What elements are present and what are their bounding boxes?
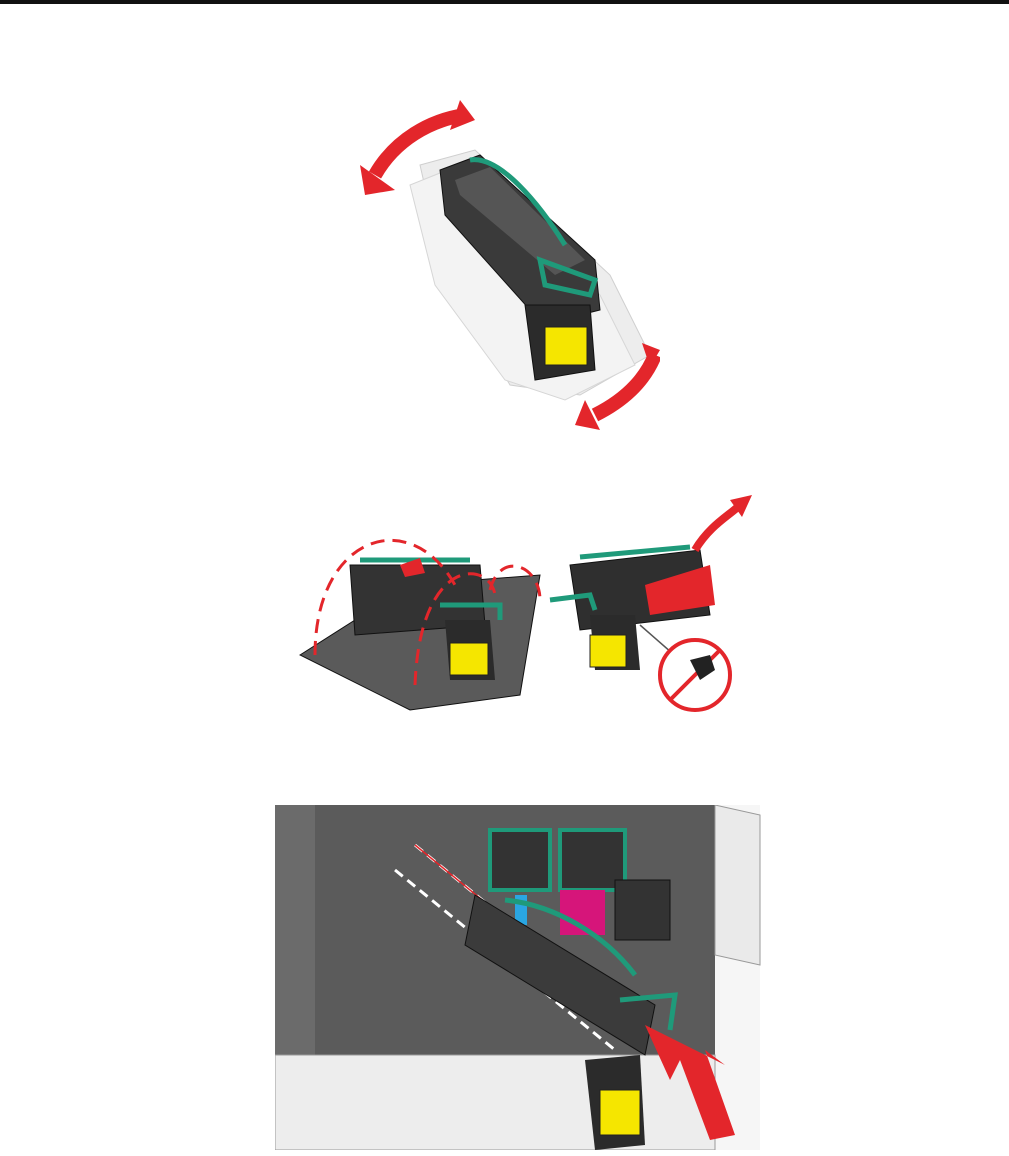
do-not-touch-icon bbox=[640, 625, 730, 710]
figure-insert-cartridge bbox=[275, 805, 775, 1150]
header-rule bbox=[0, 0, 1009, 4]
figure-shake-cartridge bbox=[350, 95, 660, 435]
yellow-toner bbox=[545, 327, 587, 365]
figure-remove-packaging bbox=[290, 495, 760, 715]
printer-tray bbox=[275, 1055, 715, 1150]
pull-arrow-icon bbox=[695, 495, 752, 550]
yellow-toner bbox=[600, 1090, 640, 1135]
